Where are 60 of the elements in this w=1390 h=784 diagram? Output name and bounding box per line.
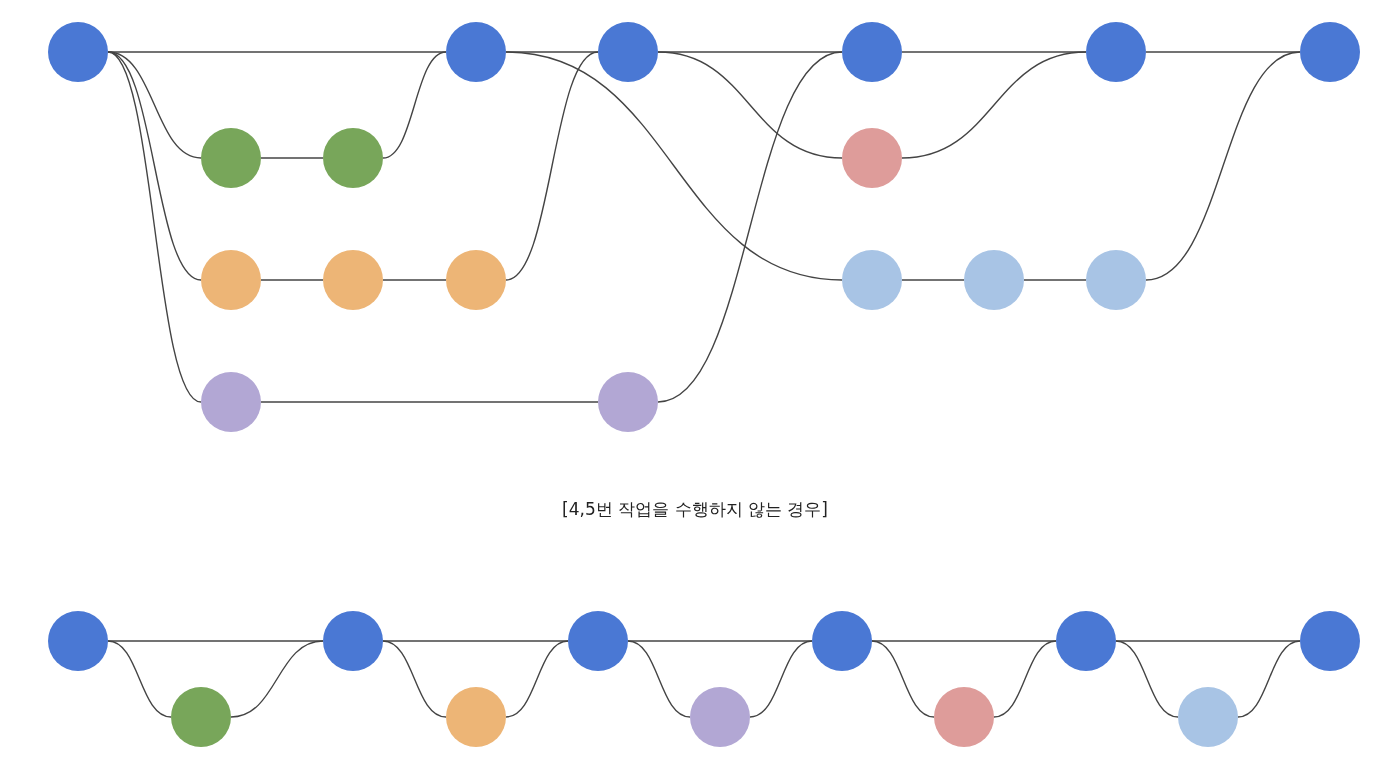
commit-circle	[1300, 611, 1360, 671]
commit-circle	[446, 250, 506, 310]
connector-line	[1023, 279, 1087, 281]
connector-line	[382, 51, 447, 159]
connector-line	[382, 640, 569, 642]
connector-line	[1115, 640, 1301, 642]
commit-circle	[201, 372, 261, 432]
connector-line	[382, 279, 447, 281]
connector-line	[657, 51, 843, 159]
commit-circle	[201, 128, 261, 188]
connector-line	[901, 279, 965, 281]
commit-circle	[1086, 22, 1146, 82]
commit-circle	[812, 611, 872, 671]
connector-line	[260, 401, 599, 403]
commit-circle	[598, 372, 658, 432]
commit-circle	[1056, 611, 1116, 671]
commit-circle	[446, 22, 506, 82]
commit-circle	[48, 22, 108, 82]
connector-line	[107, 640, 324, 642]
commit-circle	[1178, 687, 1238, 747]
connector-line	[993, 640, 1057, 718]
commit-circle	[48, 611, 108, 671]
connector-line	[505, 640, 569, 718]
commit-circle	[201, 250, 261, 310]
connector-line	[505, 51, 843, 281]
commit-circle	[171, 687, 231, 747]
commit-circle	[323, 128, 383, 188]
connector-line	[1115, 640, 1179, 718]
commit-circle	[842, 22, 902, 82]
commit-circle	[323, 250, 383, 310]
commit-circle	[568, 611, 628, 671]
commit-circle	[690, 687, 750, 747]
connector-line	[627, 640, 813, 642]
connector-line	[382, 640, 447, 718]
commit-circle	[446, 687, 506, 747]
connector-line	[1237, 640, 1301, 718]
commit-circle	[934, 687, 994, 747]
connector-line	[107, 51, 202, 159]
commit-circle	[964, 250, 1024, 310]
caption-text: [4,5번 작업을 수행하지 않는 경우]	[562, 498, 828, 521]
connector-line	[107, 51, 202, 403]
connector-line	[871, 640, 1057, 642]
connector-line	[1145, 51, 1301, 53]
connector-line	[871, 640, 935, 718]
connector-line	[260, 157, 324, 159]
connector-line	[901, 51, 1087, 159]
commit-circle	[1300, 22, 1360, 82]
connector-line	[749, 640, 813, 718]
commit-circle	[842, 250, 902, 310]
connector-line	[260, 279, 324, 281]
commit-circle	[842, 128, 902, 188]
connector-line	[657, 51, 843, 403]
connector-line	[107, 640, 172, 718]
connector-line	[1145, 51, 1301, 281]
connector-line	[505, 51, 599, 281]
connector-line	[627, 640, 691, 718]
commit-circle	[598, 22, 658, 82]
commit-circle	[323, 611, 383, 671]
connector-line	[230, 640, 324, 718]
commit-circle	[1086, 250, 1146, 310]
